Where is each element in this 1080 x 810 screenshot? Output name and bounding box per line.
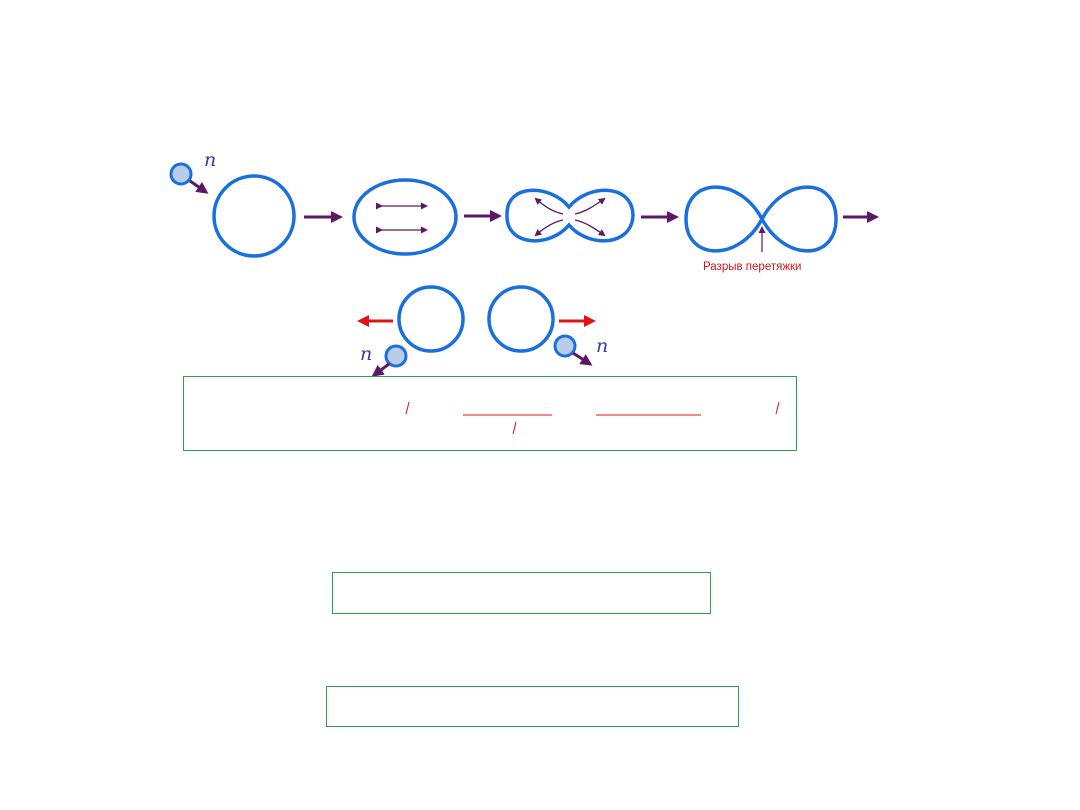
fraction-slash	[775, 401, 780, 415]
fragment-right	[487, 285, 555, 353]
formula-box-1	[183, 376, 797, 451]
formula-box-3	[326, 686, 739, 727]
formula-box-2	[332, 572, 711, 614]
emitted-neutron-right	[553, 334, 593, 366]
emitted-neutron-left	[371, 344, 408, 377]
neutron-label-right: n	[596, 335, 608, 357]
nucleus-sphere	[212, 174, 296, 258]
fraction-slash	[405, 401, 410, 415]
neutron-label-incoming: n	[204, 149, 216, 171]
nucleus-figure-eight	[684, 185, 838, 253]
incoming-neutron	[169, 162, 209, 194]
nucleus-ellipsoid	[352, 178, 458, 256]
fragment-left	[397, 285, 465, 353]
neck-rupture-caption: Разрыв перетяжки	[703, 261, 801, 273]
fraction-slash	[512, 421, 517, 435]
nucleus-dumbbell	[505, 188, 635, 243]
neutron-label-left: n	[360, 343, 372, 365]
